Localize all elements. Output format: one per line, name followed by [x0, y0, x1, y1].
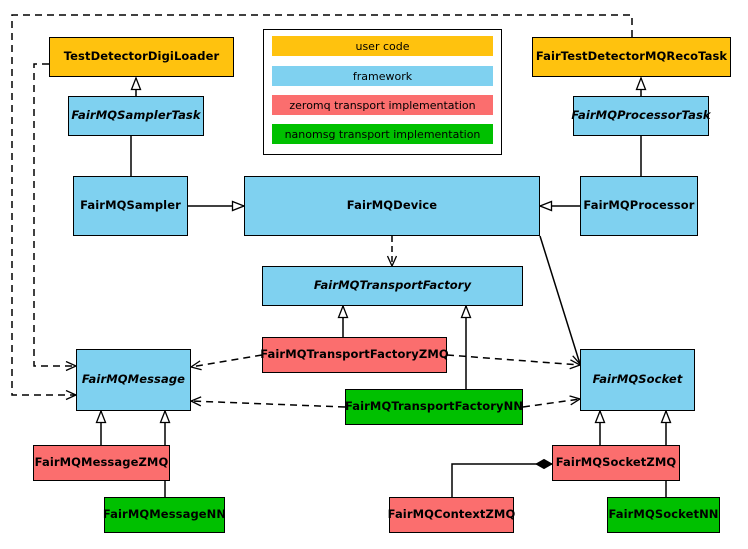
class-node-fairmqtransportfactoryzmq[interactable]: FairMQTransportFactoryZMQ — [260, 337, 449, 373]
class-node-fairtestdetectormqrecotask[interactable]: FairTestDetectorMQRecoTask — [532, 37, 731, 77]
class-label: FairMQProcessorTask — [571, 108, 711, 123]
class-label: FairMQContextZMQ — [387, 507, 516, 522]
class-node-fairmqprocessor[interactable]: FairMQProcessor — [580, 176, 698, 236]
legend-item-zeromq: zeromq transport implementation — [272, 95, 493, 115]
class-label: FairMQTransportFactory — [313, 278, 472, 293]
legend-label-nanomsg: nanomsg transport implementation — [284, 127, 481, 141]
class-node-fairmqtransportfactorynn[interactable]: FairMQTransportFactoryNN — [345, 389, 523, 425]
legend-label-user-code: user code — [355, 39, 410, 53]
class-label: FairMQMessage — [81, 372, 186, 387]
class-node-fairmqmessagenn[interactable]: FairMQMessageNN — [102, 497, 227, 533]
legend-label-zeromq: zeromq transport implementation — [289, 98, 476, 112]
class-node-fairmqsamplertask[interactable]: FairMQSamplerTask — [68, 96, 204, 136]
class-label: FairMQSampler — [80, 198, 181, 213]
class-label: FairMQMessageZMQ — [34, 455, 169, 470]
legend-item-user-code: user code — [272, 36, 493, 56]
class-label: TestDetectorDigiLoader — [63, 49, 220, 64]
edge-transportfactorynn-message — [191, 401, 346, 408]
class-label: FairMQSocketZMQ — [555, 455, 677, 470]
class-label: FairMQDevice — [346, 198, 438, 213]
class-node-fairmqprocessortask[interactable]: FairMQProcessorTask — [571, 96, 711, 136]
class-node-fairmqsocketzmq[interactable]: FairMQSocketZMQ — [552, 445, 680, 481]
class-node-fairmqtransportfactory[interactable]: FairMQTransportFactory — [262, 266, 523, 306]
class-node-fairmqsocketnn[interactable]: FairMQSocketNN — [607, 497, 720, 533]
edge-transportfactorynn-socket — [522, 399, 580, 408]
edge-transportfactoryzmq-message — [191, 354, 263, 367]
class-label: FairMQSamplerTask — [71, 108, 201, 123]
legend-label-framework: framework — [352, 69, 413, 83]
class-label: FairMQSocketNN — [608, 507, 719, 522]
class-node-fairmqmessagezmq[interactable]: FairMQMessageZMQ — [33, 445, 170, 481]
class-node-fairmqmessage[interactable]: FairMQMessage — [76, 349, 191, 411]
class-label: FairMQProcessor — [583, 198, 695, 213]
edge-transportfactoryzmq-socket — [446, 354, 580, 365]
legend-item-framework: framework — [272, 66, 493, 86]
class-label: FairMQTransportFactoryZMQ — [260, 347, 449, 362]
class-label: FairTestDetectorMQRecoTask — [535, 49, 728, 64]
class-node-testdetectordigiloader[interactable]: TestDetectorDigiLoader — [49, 37, 234, 77]
class-label: FairMQTransportFactoryNN — [344, 399, 524, 414]
class-node-fairmqcontextzmq[interactable]: FairMQContextZMQ — [387, 497, 516, 533]
class-label: FairMQMessageNN — [102, 507, 227, 522]
class-label: FairMQSocket — [592, 372, 683, 387]
edge-contextzmq-socketzmq — [451, 458, 554, 497]
legend-item-nanomsg: nanomsg transport implementation — [272, 124, 493, 144]
class-node-fairmqsocket[interactable]: FairMQSocket — [580, 349, 695, 411]
class-node-fairmqsampler[interactable]: FairMQSampler — [73, 176, 188, 236]
edge-device-socket — [539, 235, 580, 364]
class-node-fairmqdevice[interactable]: FairMQDevice — [244, 176, 540, 236]
